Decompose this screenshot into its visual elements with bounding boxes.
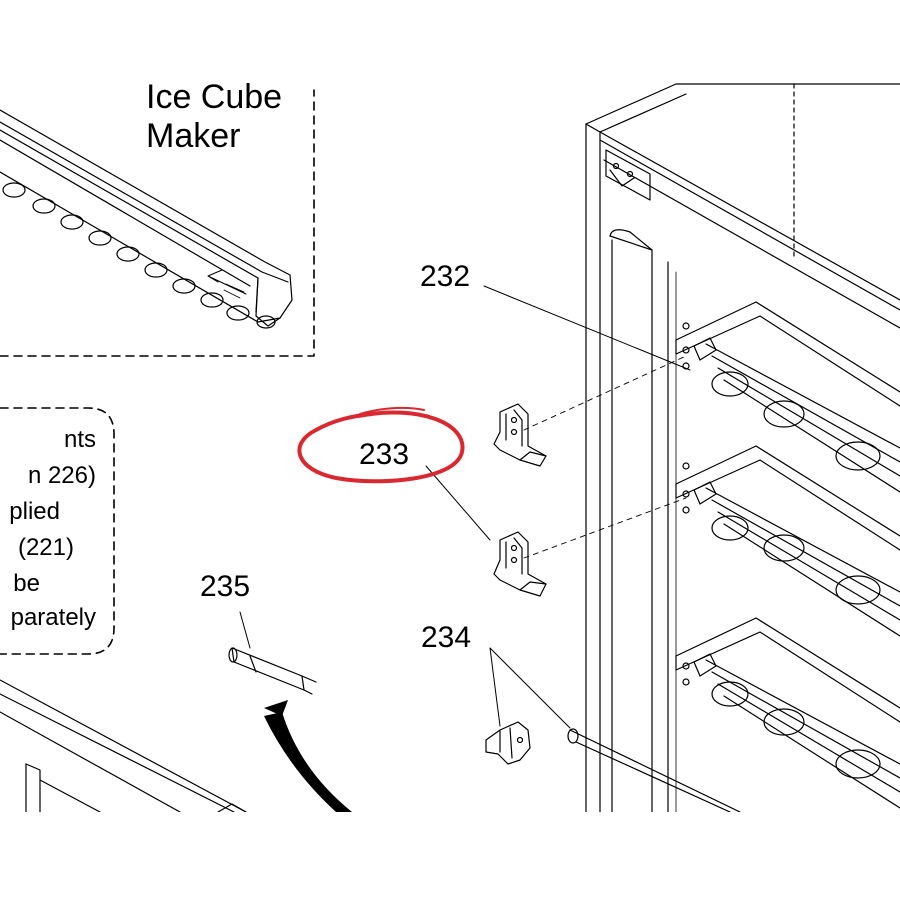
ice-tray-cubes	[2, 182, 276, 329]
note-line-6: parately	[10, 604, 96, 631]
inset-title-line-1: Ice Cube	[146, 78, 283, 116]
callout-233: 233	[359, 438, 410, 471]
note-line-2: n 226)	[27, 462, 96, 489]
shelf-2	[675, 445, 900, 637]
part-234-bracket	[485, 721, 531, 765]
part-234-rod	[567, 728, 741, 812]
lower-drawer	[0, 679, 247, 812]
note-box	[0, 407, 115, 655]
refrigerator-cabinet	[585, 83, 900, 812]
note-line-4: (221)	[17, 534, 74, 561]
callout-235: 235	[200, 570, 251, 603]
leader-lines	[239, 285, 691, 729]
note-line-3: plied	[9, 498, 60, 525]
callout-232: 232	[420, 260, 471, 293]
note-line-5: be	[13, 570, 40, 597]
ice-cube-maker-inset	[0, 89, 315, 357]
callout-234: 234	[421, 621, 472, 654]
part-235-pin	[228, 647, 317, 695]
inset-title-line-2: Maker	[146, 117, 241, 155]
highlight-ellipse-233	[297, 406, 465, 484]
shelf-1	[675, 301, 900, 493]
note-line-1: nts	[63, 426, 96, 453]
part-233-bracket-upper	[493, 403, 547, 467]
part-233-bracket-lower	[493, 531, 547, 597]
shelf-3	[675, 617, 900, 809]
curved-arrow	[264, 700, 352, 812]
alignment-lines	[523, 355, 687, 559]
